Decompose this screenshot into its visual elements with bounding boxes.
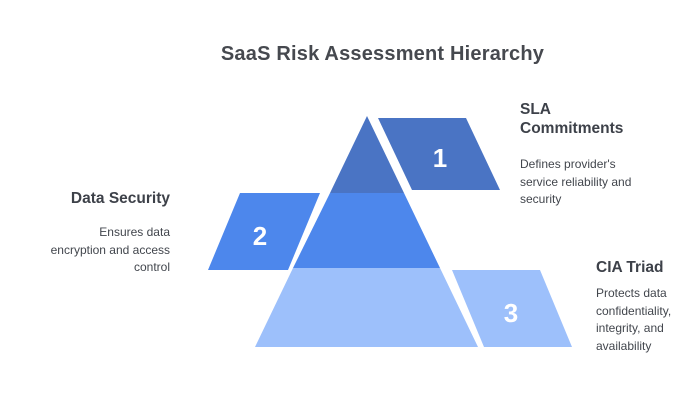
level-2-title: Data Security <box>70 190 170 207</box>
pyramid-level-2-band <box>293 193 440 268</box>
page-title: SaaS Risk Assessment Hierarchy <box>220 43 545 65</box>
level-2-tab <box>208 193 320 270</box>
level-2-label-block: Data Security Ensures data encryption an… <box>50 189 170 277</box>
pyramid-level-3-band <box>255 268 478 347</box>
level-1-title: SLA Commitments <box>520 101 624 137</box>
level-1-number: 1 <box>433 143 447 173</box>
level-3-number: 3 <box>504 298 518 328</box>
level-3-description: Protects data confidentiality, integrity… <box>596 286 672 353</box>
level-2-description: Ensures data encryption and access contr… <box>50 225 170 274</box>
level-3-tab <box>452 270 572 347</box>
pyramid-level-1-band <box>330 116 404 193</box>
level-3-title: CIA Triad <box>596 259 664 276</box>
level-2-number: 2 <box>253 221 267 251</box>
level-1-tab <box>378 118 500 190</box>
level-3-label-block: CIA Triad Protects data confidentiality,… <box>596 258 696 355</box>
level-1-description: Defines provider's service reliability a… <box>520 157 632 206</box>
level-1-label-block: SLA Commitments Defines provider's servi… <box>520 100 642 209</box>
